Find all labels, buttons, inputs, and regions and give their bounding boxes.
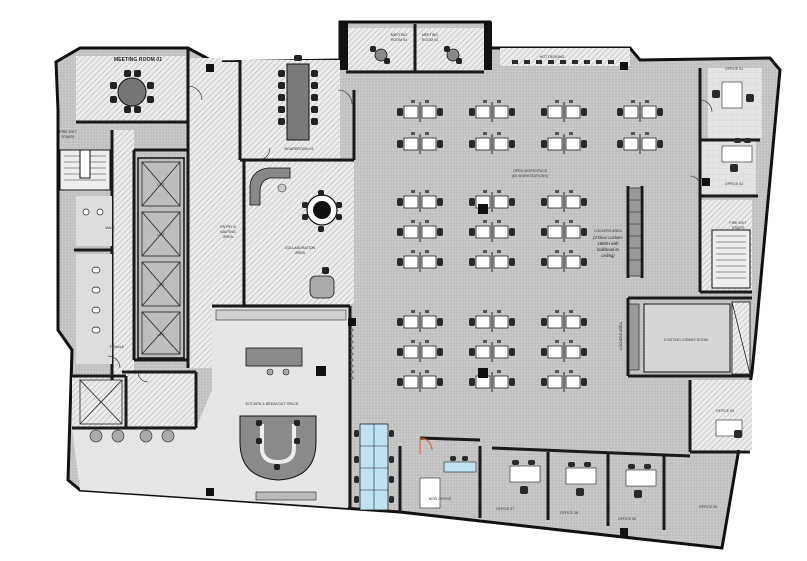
office-05-label: OFFICE 05 bbox=[618, 517, 636, 521]
meeting-room-03-label-a: MEETING bbox=[422, 33, 439, 37]
glass-desk-area bbox=[354, 423, 394, 511]
fire-exit-right: FIRE EXIT STAIRS bbox=[711, 221, 751, 289]
fire-exit-right-label-a: FIRE EXIT bbox=[729, 221, 747, 225]
lockers-label: LOCKERS AREA bbox=[594, 229, 622, 233]
office-02-label: OFFICE 02 bbox=[725, 182, 743, 186]
lift-label-1: LIFT bbox=[157, 183, 165, 187]
open-workspace-note: (60 WORKSTATIONS) bbox=[512, 174, 548, 178]
walls bbox=[72, 24, 760, 530]
columns bbox=[206, 22, 710, 536]
lockers-note-a: (4 Door Lockers bbox=[593, 235, 624, 240]
kitchen-breakout: KITCHEN & BREAKOUT SPACE bbox=[89, 309, 347, 501]
boardroom-01-label: BOARDROOM 01 bbox=[285, 147, 314, 151]
office-04-label: OFFICE 04 bbox=[699, 505, 717, 509]
open-workspace-label: OPEN WORKSPACE bbox=[513, 169, 548, 173]
collaboration-area: COLLABORATION AREA bbox=[249, 167, 342, 299]
lockers-note-b: 1800H with bbox=[598, 241, 620, 246]
lift-label-4: LIFT bbox=[157, 333, 165, 337]
fire-exit-left-label-b: STAIRS bbox=[62, 135, 75, 139]
entry-label-b: WAITING bbox=[220, 230, 235, 234]
new-office-label: NEW OFFICE bbox=[429, 497, 452, 501]
office-06-label: OFFICE 06 bbox=[560, 511, 578, 515]
entry-label-c: AREA bbox=[223, 235, 233, 239]
lockers-vertical-label: LOCKERS AREA bbox=[619, 322, 623, 350]
new-office: NEW OFFICE bbox=[419, 437, 477, 509]
office-03-label: OFFICE 03 bbox=[716, 409, 734, 413]
collaboration-label-b: AREA bbox=[295, 251, 305, 255]
fire-exit-left: FIRE EXIT STAIRS bbox=[59, 130, 111, 191]
comms-room-label: EXISTING COMMS ROOM bbox=[664, 338, 708, 342]
meeting-room-03-label-b: ROOM 03 bbox=[422, 38, 438, 42]
lockers-note-d: ceiling) bbox=[601, 253, 615, 258]
lockers-note-c: bulkhead to bbox=[597, 247, 619, 252]
boardroom-01: BOARDROOM 01 bbox=[278, 55, 318, 151]
lift-label-2: LIFT bbox=[157, 233, 165, 237]
hatched-zones bbox=[72, 28, 752, 450]
offices-bottom: OFFICE 07 OFFICE 06 OFFICE 05 OFFICE 04 bbox=[496, 460, 717, 521]
fire-exit-left-label-a: FIRE EXIT bbox=[59, 130, 77, 134]
collaboration-label-a: COLLABORATION bbox=[285, 246, 316, 250]
workstations bbox=[396, 99, 664, 393]
toilets: MALE FEMALE bbox=[76, 196, 125, 425]
lockers: LOCKERS AREA (4 Door Lockers 1800H with … bbox=[593, 187, 642, 371]
entry-label-a: ENTRY & bbox=[220, 225, 236, 229]
meeting-room-01: MEETING ROOM 01 bbox=[110, 57, 162, 113]
door-swings bbox=[107, 85, 713, 383]
female-label: FEMALE bbox=[110, 345, 125, 349]
fire-exit-right-label-b: STAIRS bbox=[732, 226, 745, 230]
meeting-room-04-label-a: MEETING bbox=[391, 33, 408, 37]
male-label: MALE bbox=[105, 226, 115, 230]
lift-label-3: LIFT bbox=[157, 283, 165, 287]
planter-strip bbox=[350, 328, 354, 380]
hot-desking-label: HOT DESKING bbox=[540, 55, 565, 59]
comms-room: EXISTING COMMS ROOM bbox=[643, 301, 751, 375]
lift-shafts: LIFT LIFT LIFT LIFT bbox=[137, 157, 185, 359]
meeting-room-04-label-b: ROOM 04 bbox=[391, 38, 407, 42]
office-01-label: OFFICE 01 bbox=[725, 67, 743, 71]
hot-desking: HOT DESKING bbox=[512, 55, 614, 64]
meeting-room-01-label: MEETING ROOM 01 bbox=[114, 57, 162, 63]
kitchen-label: KITCHEN & BREAKOUT SPACE bbox=[246, 402, 299, 406]
meeting-rooms-top: MEETING ROOM 04 MEETING ROOM 03 bbox=[370, 33, 462, 64]
offices-right: OFFICE 01 OFFICE 02 OFFICE 03 bbox=[712, 67, 754, 438]
office-07-label: OFFICE 07 bbox=[496, 507, 514, 511]
